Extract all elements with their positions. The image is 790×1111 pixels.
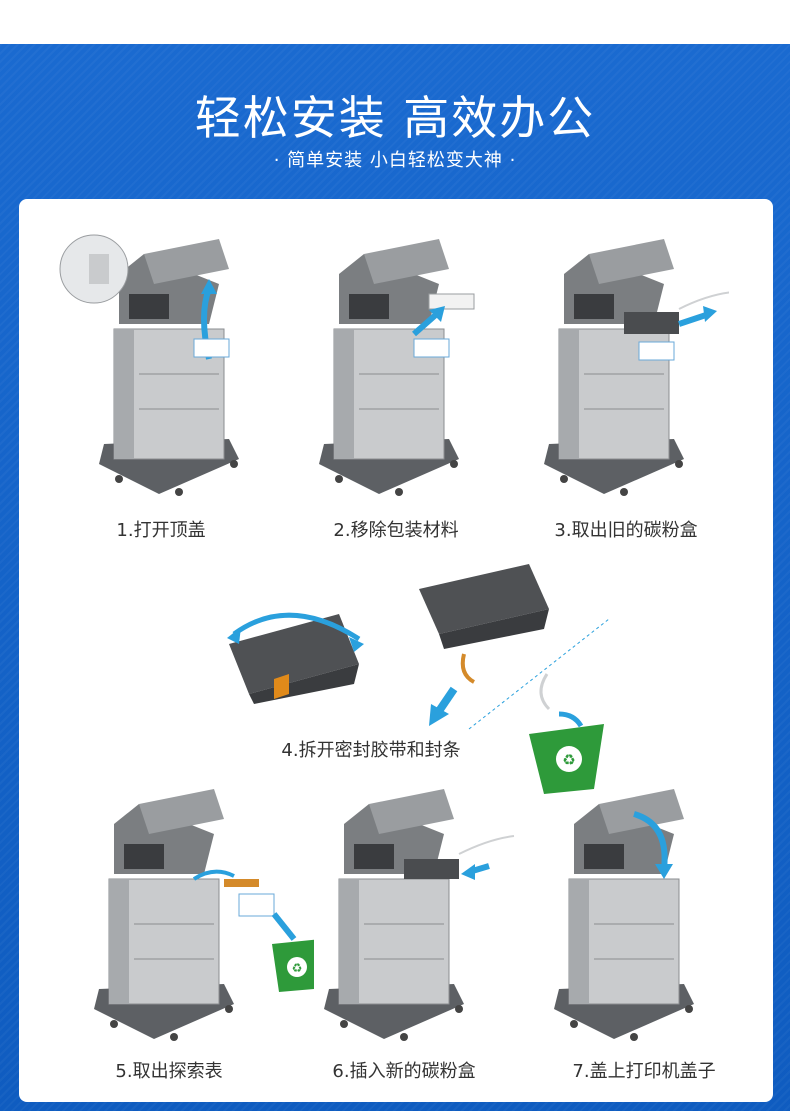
step-4-illustration: ♻ [227, 564, 610, 794]
step-1-illustration [59, 234, 239, 496]
step-4-label: 4.拆开密封胶带和封条 [281, 740, 461, 761]
svg-text:♻: ♻ [292, 961, 303, 975]
step-6-illustration [324, 789, 515, 1041]
toner-cartridge-illustration [229, 614, 359, 704]
seal-strip [460, 653, 476, 684]
page-title: 轻松安装 高效办公 [194, 91, 596, 145]
step-2-illustration [319, 239, 475, 496]
printer-illustration [94, 789, 234, 1041]
instructions-card: 1.打开顶盖 2.移除包装材料 [19, 199, 773, 1102]
toner-cartridge-illustration [624, 312, 679, 334]
svg-text:♻: ♻ [562, 751, 575, 769]
printer-illustration [99, 239, 239, 496]
arrow-icon [271, 912, 297, 941]
packaging-material [428, 293, 475, 310]
printer-illustration [319, 239, 459, 496]
recycle-bin-icon: ♻ [529, 724, 604, 794]
step-5-label: 5.取出探索表 [115, 1061, 223, 1082]
toner-cartridge-illustration [404, 859, 459, 879]
printer-illustration [324, 789, 464, 1041]
recycle-bin-icon: ♻ [272, 939, 314, 992]
step-3-illustration [544, 239, 729, 496]
arrow-icon [558, 711, 584, 728]
arrow-icon [192, 869, 235, 881]
printer-illustration [544, 239, 684, 496]
page-subtitle: · 简单安装 小白轻松变大神 · [273, 150, 517, 171]
step-7-illustration [554, 789, 694, 1041]
step-5-illustration: ♻ [94, 789, 314, 1041]
step-6-label: 6.插入新的碳粉盒 [332, 1061, 476, 1082]
step-1-label: 1.打开顶盖 [116, 520, 206, 541]
step-3-label: 3.取出旧的碳粉盒 [554, 520, 698, 541]
toner-cartridge-illustration [419, 564, 549, 649]
arrow-icon [232, 612, 361, 642]
step-7-label: 7.盖上打印机盖子 [572, 1061, 716, 1082]
top-strip [0, 0, 790, 44]
printer-illustration [554, 789, 694, 1041]
arrow-icon [633, 811, 668, 870]
step-2-label: 2.移除包装材料 [333, 520, 459, 541]
arrow-icon [678, 311, 710, 327]
